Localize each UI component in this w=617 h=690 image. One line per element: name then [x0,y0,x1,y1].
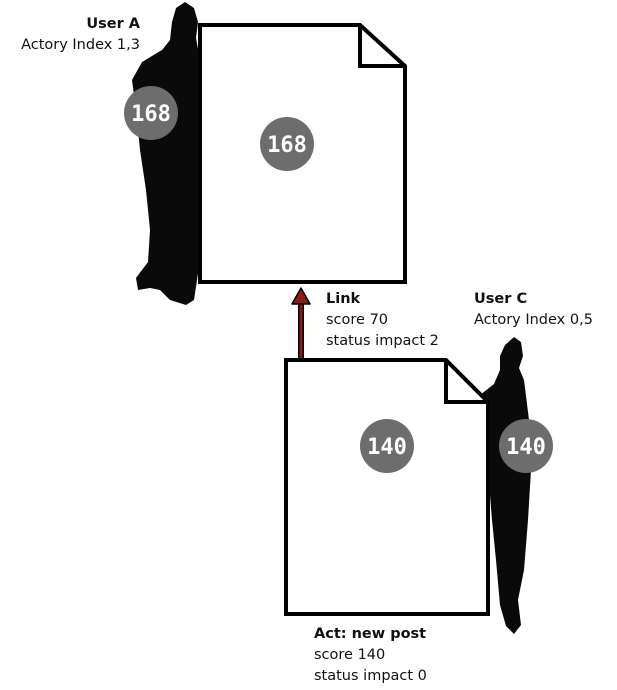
link-score: score 70 [326,312,389,328]
link-arrowhead [291,287,311,305]
user-c-silhouette [480,337,531,634]
svg-text:168: 168 [131,102,171,127]
act-title: Act: new post [314,626,427,642]
act-caption: Act: new post score 140 status impact 0 [314,624,427,687]
link-title: Link [326,291,361,307]
document-c [284,358,490,616]
user-a-badge: 168 [124,86,178,140]
document-c-fold [444,360,488,404]
user-a-caption: User A Actory Index 1,3 [21,14,140,56]
act-score: score 140 [314,647,386,663]
document-c-badge: 140 [360,419,414,473]
link-status-impact: status impact 2 [326,333,439,349]
svg-text:168: 168 [267,133,307,158]
user-a-index: Actory Index 1,3 [21,37,140,53]
document-a-badge: 168 [260,117,314,171]
user-c-badge: 140 [499,419,553,473]
svg-text:140: 140 [367,435,407,460]
link-arrow [291,287,311,358]
user-c-name: User C [474,291,528,307]
user-c-caption: User C Actory Index 0,5 [474,289,593,331]
user-a-name: User A [86,16,140,32]
svg-text:140: 140 [506,435,546,460]
act-status-impact: status impact 0 [314,668,427,684]
document-a-fold [358,25,405,68]
link-caption: Link score 70 status impact 2 [326,289,439,352]
user-a-silhouette [132,2,206,305]
user-c-index: Actory Index 0,5 [474,312,593,328]
